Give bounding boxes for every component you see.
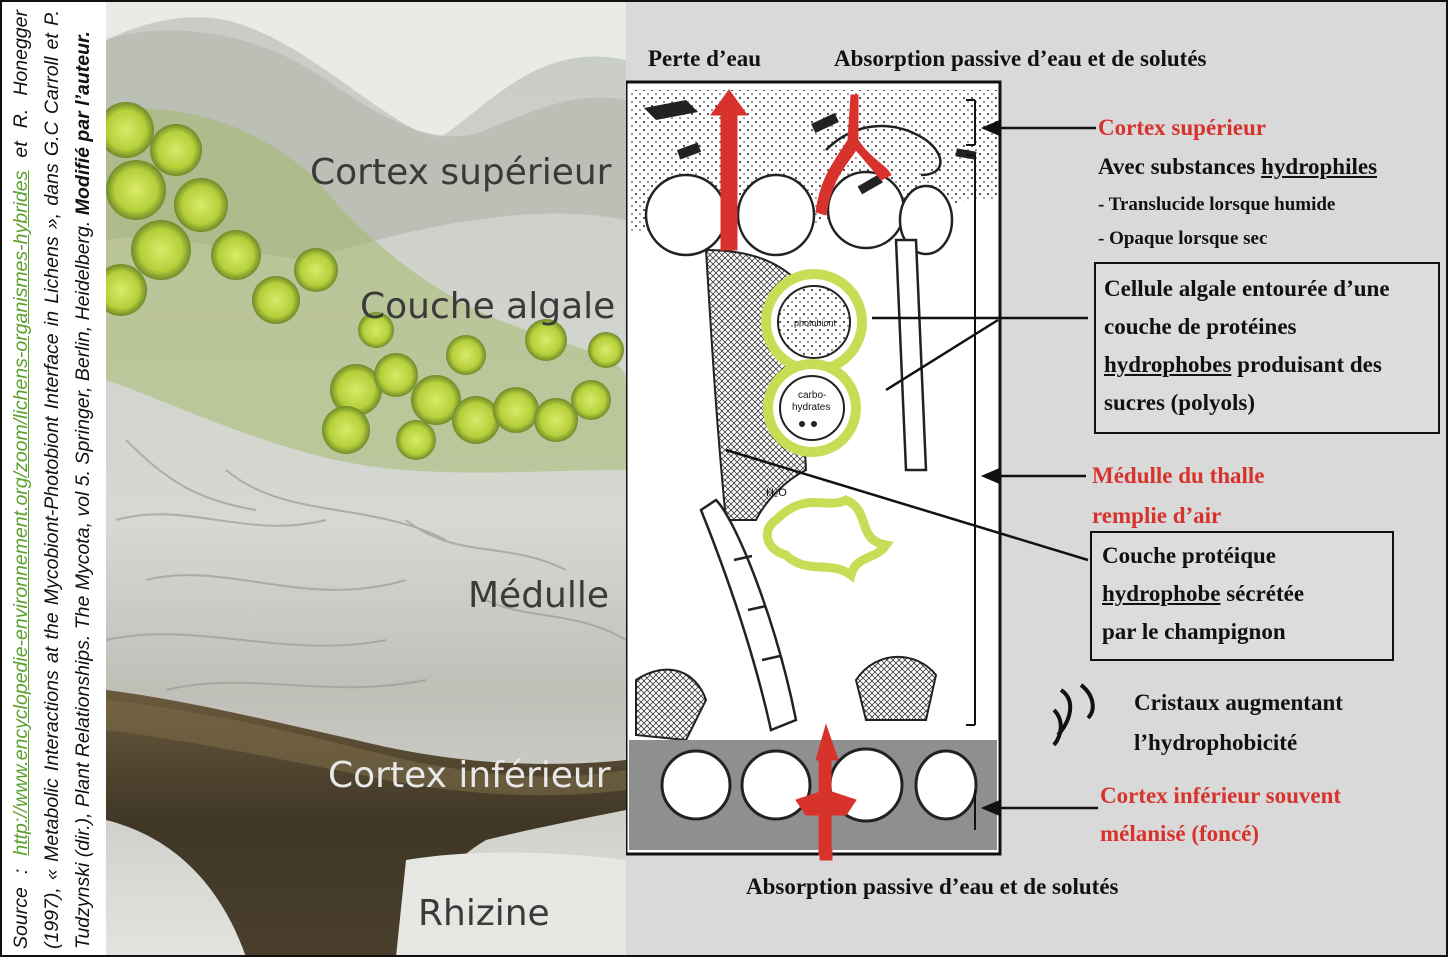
source-modified-note: Modifié par l’auteur. (72, 31, 94, 215)
label-rhizine: Rhizine (418, 893, 550, 934)
algal-box-line2: couche de protéines (1104, 308, 1438, 346)
annotation-translucide: - Translucide lorsque humide (1098, 194, 1335, 216)
annotation-cortex-sup-line1: Avec substances (1098, 154, 1261, 179)
crystals-legend-icon (1054, 685, 1093, 745)
algal-box-line4: sucres (polyols) (1104, 384, 1438, 422)
annotation-crystals-line2: l’hydrophobicité (1134, 730, 1297, 756)
algal-box-hydrophobes: hydrophobes (1104, 352, 1231, 377)
label-cortex-inferieur: Cortex inférieur (328, 755, 611, 796)
annotation-medulle-title1: Médulle du thalle (1092, 463, 1265, 489)
label-medulle: Médulle (468, 575, 609, 616)
annotation-cortex-inf-line1: Cortex inférieur souvent (1100, 783, 1341, 809)
algal-box-line3: produisant des (1231, 352, 1381, 377)
lichen-schematic: photobiont carbo- hydrates H₂O (626, 0, 1448, 957)
annotation-hydrophiles: hydrophiles (1261, 154, 1377, 179)
source-citation: Source : http://www.encyclopedie-environ… (0, 0, 106, 957)
label-couche-algale: Couche algale (360, 286, 615, 327)
annotation-crystals-line1: Cristaux augmentant (1134, 690, 1343, 716)
carbo-label: carbo- (798, 390, 826, 401)
h2o-label: H₂O (766, 487, 787, 499)
annotation-opaque: - Opaque lorsque sec (1098, 228, 1267, 250)
source-strip: Source : http://www.encyclopedie-environ… (0, 0, 106, 957)
algal-cell-box: Cellule algale entourée d’une couche de … (1094, 262, 1440, 434)
lichen-micrograph: Cortex supérieur Couche algale Médulle C… (106, 0, 626, 957)
annotation-cortex-sup-title: Cortex supérieur (1098, 115, 1266, 141)
algal-box-line1: Cellule algale entourée d’une (1104, 270, 1438, 308)
micrograph-image (106, 0, 626, 957)
protein-layer-box: Couche protéique hydrophobe sécrétée par… (1090, 531, 1394, 661)
source-link[interactable]: http://www.encyclopedie-environnement.or… (10, 171, 32, 856)
annotation-cortex-inf-line2: mélanisé (foncé) (1100, 821, 1259, 847)
protein-box-line3: par le champignon (1102, 613, 1392, 651)
label-cortex-superieur: Cortex supérieur (310, 152, 611, 193)
annotation-medulle-title2: remplie d’air (1092, 503, 1221, 529)
protein-box-line1: Couche protéique (1102, 537, 1392, 575)
diagram-panel: Perte d’eau Absorption passive d’eau et … (626, 0, 1448, 957)
hydrates-label: hydrates (792, 402, 830, 413)
protein-box-line2: sécrétée (1220, 581, 1304, 606)
protein-box-hydrophobe: hydrophobe (1102, 581, 1220, 606)
source-prefix: Source : (10, 856, 32, 949)
photobiont-label: photobiont (794, 318, 837, 328)
